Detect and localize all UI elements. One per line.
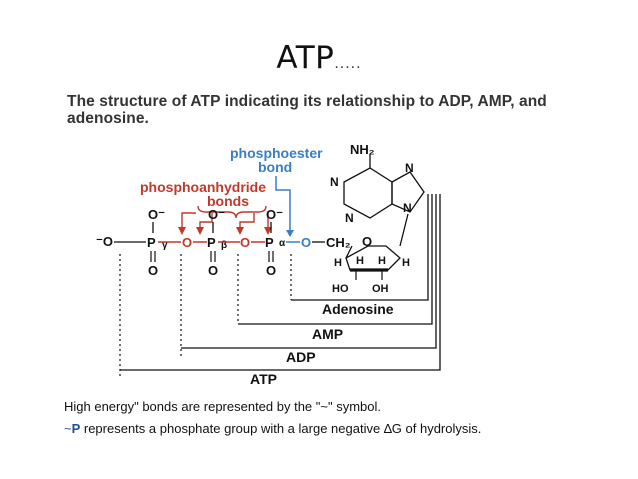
phosphoanhydride-label: phosphoanhydride	[140, 179, 266, 195]
alpha-label: α	[279, 238, 286, 249]
adp-bracket	[181, 194, 437, 349]
o-double-3: O	[266, 263, 276, 278]
o-bridge-1: O	[182, 235, 192, 250]
imidazole-ring	[391, 171, 425, 213]
adenosine-label: Adenosine	[322, 301, 394, 317]
ho-label: HO	[332, 283, 349, 295]
ribose-ring	[345, 245, 401, 271]
o-minus-top-1: O⁻	[148, 207, 165, 222]
glycosidic-bond	[399, 213, 409, 247]
gamma-label: γ	[162, 240, 168, 251]
n9: N	[403, 201, 412, 215]
n7: N	[405, 161, 414, 175]
o-double-1: O	[148, 263, 158, 278]
anhydride-brace	[197, 205, 267, 219]
note-tilde: ~	[64, 421, 72, 436]
n1: N	[330, 175, 339, 189]
adp-label: ADP	[286, 349, 316, 365]
oh-label: OH	[372, 283, 389, 295]
ch2-label: CH₂	[326, 235, 351, 250]
ring-h-1: H	[334, 257, 342, 269]
o-double-2: O	[208, 263, 218, 278]
atp-bracket	[120, 194, 441, 371]
amp-bracket	[238, 194, 433, 325]
anhydride-arrow-2-head	[196, 227, 204, 235]
note-phosphate: ~P represents a phosphate group with a l…	[64, 421, 481, 436]
amp-label: AMP	[312, 326, 343, 342]
figure-caption: The structure of ATP indicating its rela…	[67, 93, 547, 127]
beta-label: β	[221, 240, 227, 251]
o-minus-top-2: O⁻	[208, 207, 225, 222]
phosphoanhydride-bonds-label: bonds	[207, 193, 249, 209]
adenosine-bracket	[291, 194, 429, 301]
ch2-to-ring	[345, 245, 353, 259]
minus-o-start: ⁻O	[96, 234, 113, 249]
title-trailer: .....	[334, 56, 362, 72]
ring-h-3: H	[378, 255, 386, 267]
p-beta: P	[207, 235, 216, 250]
ring-h-4: H	[402, 257, 410, 269]
atp-label: ATP	[250, 371, 277, 387]
n3: N	[345, 211, 354, 225]
phosphoester-arrowhead	[286, 230, 294, 237]
anhydride-arrow-3-head	[236, 227, 244, 235]
anhydride-arrow-1-head	[178, 227, 186, 235]
anhydride-arrow-1-line	[181, 212, 196, 232]
title-text: ATP	[276, 40, 335, 76]
note-p: P	[71, 421, 81, 436]
slide-title: ATP.....	[0, 40, 638, 76]
o-minus-top-3: O⁻	[266, 207, 283, 222]
o-bridge-2: O	[240, 235, 250, 250]
p-gamma: P	[147, 235, 156, 250]
phosphoester-pointer	[275, 176, 291, 236]
p-alpha: P	[265, 235, 274, 250]
nh2-label: NH₂	[350, 142, 375, 157]
ring-oxygen: O	[362, 234, 372, 249]
anhydride-arrow-4-head	[264, 227, 272, 235]
phosphoester-bond-label: bond	[258, 159, 292, 175]
ring-h-2: H	[356, 255, 364, 267]
note-text-b: G of hydrolysis.	[391, 421, 482, 436]
note-high-energy: High energy" bonds are represented by th…	[64, 399, 381, 414]
o-ester: O	[301, 235, 311, 250]
note-delta: ∆	[383, 421, 392, 436]
phosphoester-label: phosphoester	[230, 145, 323, 161]
note-text-a: represents a phosphate group with a larg…	[80, 421, 384, 436]
